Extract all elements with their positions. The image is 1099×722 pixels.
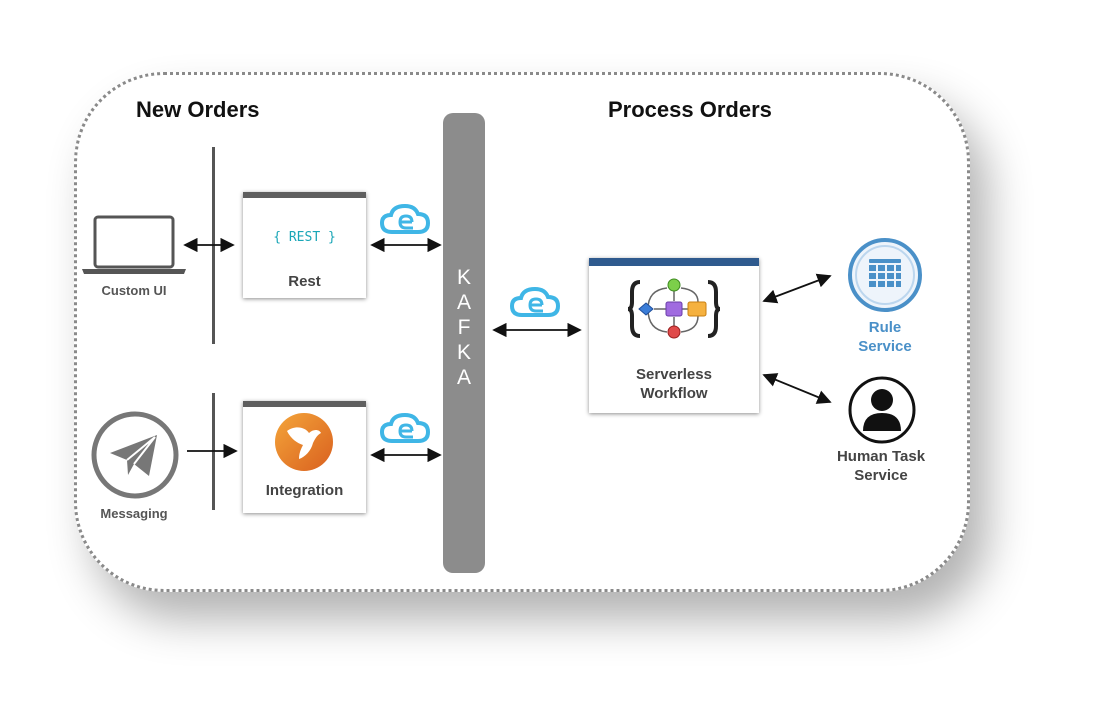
- kafka-bus: K A F K A: [443, 113, 485, 573]
- rule-service-label: Rule Service: [830, 318, 940, 356]
- serverless-workflow-card[interactable]: Serverless Workflow: [589, 258, 759, 413]
- paper-plane-icon: [91, 411, 179, 499]
- rule-service-line2: Service: [858, 338, 912, 355]
- rest-label: Rest: [288, 273, 321, 290]
- kafka-letter: A: [456, 291, 471, 314]
- person-icon: [848, 376, 916, 444]
- human-task-line2: Service: [854, 467, 908, 484]
- kafka-letter: K: [456, 341, 471, 364]
- workflow-diagram-icon: [627, 278, 721, 339]
- cloud-event-icon: [379, 412, 431, 443]
- ingress-bar-top: [212, 147, 215, 344]
- custom-ui-label: Custom UI: [101, 283, 167, 298]
- process-orders-heading: Process Orders: [608, 97, 772, 122]
- laptop-icon: [82, 215, 186, 274]
- kafka-letter: K: [456, 266, 471, 289]
- camel-logo-icon: [275, 413, 333, 471]
- messaging-label: Messaging: [100, 506, 168, 521]
- workflow-label-line1: Serverless: [636, 366, 712, 383]
- rule-service-line1: Rule: [868, 319, 902, 336]
- table-grid-icon: [848, 238, 922, 312]
- human-task-service-label: Human Task Service: [826, 447, 936, 485]
- integration-card[interactable]: Integration: [243, 401, 366, 513]
- integration-label: Integration: [265, 482, 344, 499]
- new-orders-heading: New Orders: [136, 97, 260, 122]
- workflow-label-line2: Workflow: [640, 385, 708, 402]
- cloud-event-icon: [379, 203, 431, 234]
- cloud-event-icon: [509, 286, 561, 317]
- ingress-bar-bottom: [212, 393, 215, 510]
- kafka-letter: F: [457, 316, 471, 339]
- rest-card[interactable]: { REST } Rest: [243, 192, 366, 298]
- rest-logo: { REST }: [273, 230, 336, 245]
- human-task-line1: Human Task: [836, 448, 926, 465]
- kafka-letter: A: [456, 366, 471, 389]
